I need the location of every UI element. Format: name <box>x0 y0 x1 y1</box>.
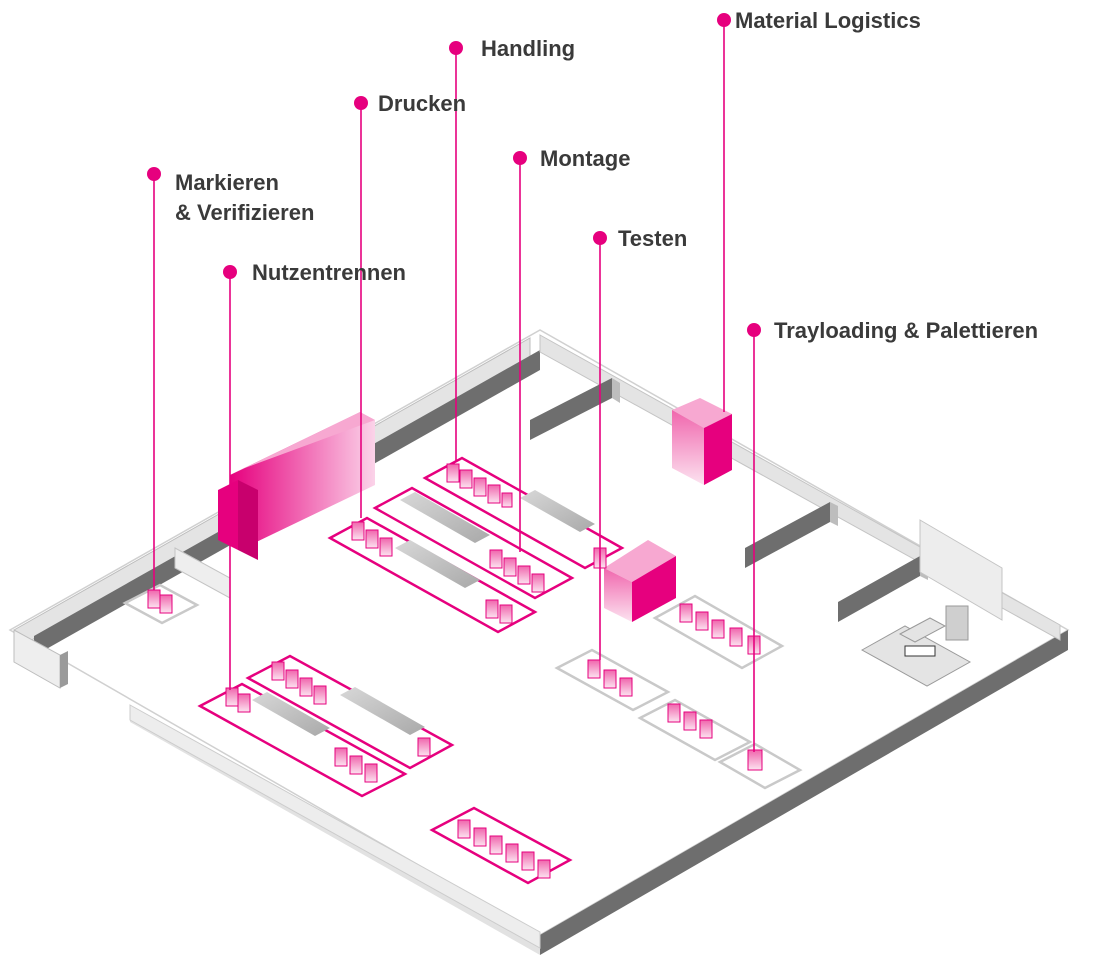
label-material-logistics: Material Logistics <box>735 8 921 33</box>
material-logistics-block <box>672 398 732 485</box>
label-drucken: Drucken <box>378 91 466 116</box>
center-block <box>604 540 676 622</box>
label-handling: Handling <box>481 36 575 61</box>
callout-leaders <box>153 20 755 752</box>
label-verifizieren: & Verifizieren <box>175 200 314 225</box>
storage-tower-left <box>218 412 375 560</box>
conveyors <box>252 490 595 736</box>
label-testen: Testen <box>618 226 687 251</box>
callout-dots <box>147 13 761 337</box>
machine-clusters <box>147 463 763 879</box>
station-areas <box>122 583 803 790</box>
label-markieren: Markieren <box>175 170 279 195</box>
label-trayloading: Trayloading & Palettieren <box>774 318 1038 343</box>
label-montage: Montage <box>540 146 630 171</box>
office-desks <box>860 605 972 687</box>
label-nutzentrennen: Nutzentrennen <box>252 260 406 285</box>
